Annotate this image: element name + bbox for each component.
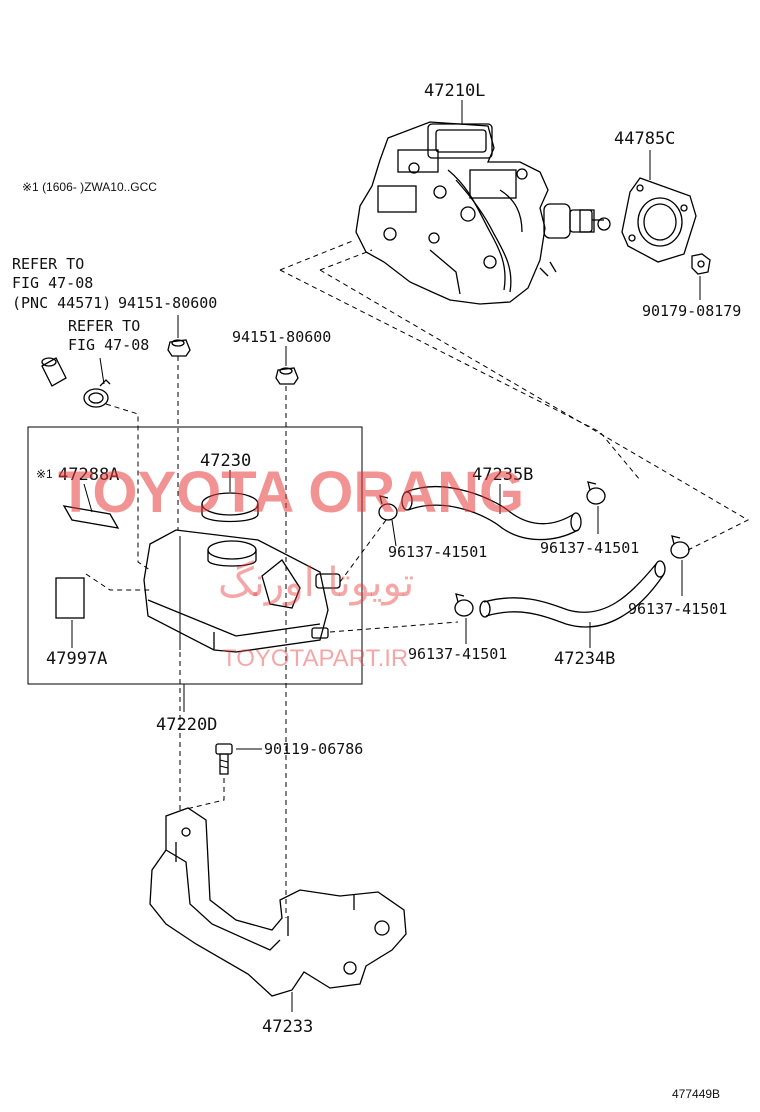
refer-hose [41,357,67,387]
watermark-url: TOYOTAPART.IR [222,645,408,672]
label-47230: 47230 [200,451,251,471]
reservoir-cap [201,470,259,523]
clip-96137-d [454,593,474,617]
clip-left [83,379,111,408]
label-47233: 47233 [262,1017,313,1037]
hose-47235b [401,486,582,541]
grommet-b [275,367,299,385]
note-mark: ※1 [36,467,53,481]
hose-47234b [479,560,666,628]
brake-booster-assembly [355,121,611,305]
refer1-line1: REFER TO [12,255,84,273]
label-90119: 90119-06786 [264,740,363,758]
label-47220d: 47220D [156,715,217,735]
refer1-line2: FIG 47-08 [12,274,93,292]
clip-96137-a [378,495,398,521]
note-code: ※1 (1606- )ZWA10..GCC [22,180,157,194]
bracket-47233 [149,807,407,997]
reservoir-tank [143,529,341,653]
label-90179: 90179-08179 [642,302,741,320]
refer1-line3: (PNC 44571) [12,294,111,312]
label-96137-d: 96137-41501 [408,645,507,663]
label-94151-a: 94151-80600 [118,294,217,312]
gasket [621,177,697,263]
label-47288a [62,505,120,529]
label-96137-b: 96137-41501 [540,539,639,557]
label-47997a [55,577,85,619]
nut-90179 [691,253,711,275]
label-96137-c: 96137-41501 [628,600,727,618]
refer2-line1: REFER TO [68,317,140,335]
label-94151-b: 94151-80600 [232,328,331,346]
clip-96137-b [586,481,606,505]
label-47235b: 47235B [472,465,533,485]
refer2-line2: FIG 47-08 [68,336,149,354]
figure-id: 477449B [672,1087,720,1101]
label-47234b: 47234B [554,649,615,669]
label-44785c: 44785C [614,129,675,149]
label-47288a: 47288A [58,465,119,485]
watermark-brand: TOYOTA ORANG [58,460,524,525]
clip-96137-c [670,535,690,559]
reservoir-group-frame [27,426,363,685]
bolt-90119 [215,743,233,775]
label-96137-a: 96137-41501 [388,543,487,561]
label-47997a: 47997A [46,649,107,669]
watermark-farsi: تویوتا اورنگ [218,560,414,606]
label-47210l: 47210L [424,81,485,101]
grommet-a [167,339,191,357]
